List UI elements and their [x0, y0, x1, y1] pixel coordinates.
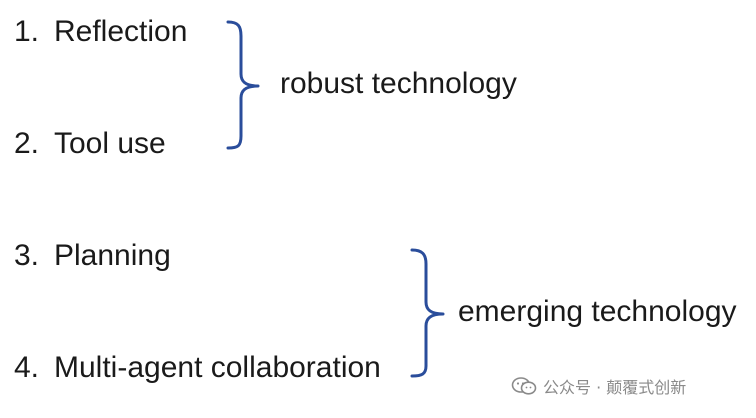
- brace-robust: [226, 20, 260, 150]
- group-label-emerging: emerging technology: [458, 295, 737, 328]
- brace-emerging: [410, 248, 445, 378]
- list-item-multi-agent-collaboration: 4. Multi-agent collaboration: [14, 350, 381, 386]
- wechat-icon: [511, 377, 537, 395]
- item-number: 4.: [14, 351, 40, 384]
- item-label: Tool use: [54, 127, 166, 160]
- item-number: 1.: [14, 15, 40, 48]
- watermark-text: 公众号 · 颠覆式创新: [543, 378, 687, 397]
- item-label: Multi-agent collaboration: [54, 351, 381, 384]
- item-number: 2.: [14, 127, 40, 160]
- group-label-robust: robust technology: [280, 67, 517, 100]
- item-number: 3.: [14, 239, 40, 272]
- watermark: 公众号 · 颠覆式创新: [511, 374, 686, 398]
- list-item-planning: 3. Planning: [14, 238, 171, 274]
- list-item-reflection: 1. Reflection: [14, 14, 187, 50]
- item-label: Reflection: [54, 15, 188, 48]
- item-label: Planning: [54, 239, 171, 272]
- list-item-tool-use: 2. Tool use: [14, 126, 166, 162]
